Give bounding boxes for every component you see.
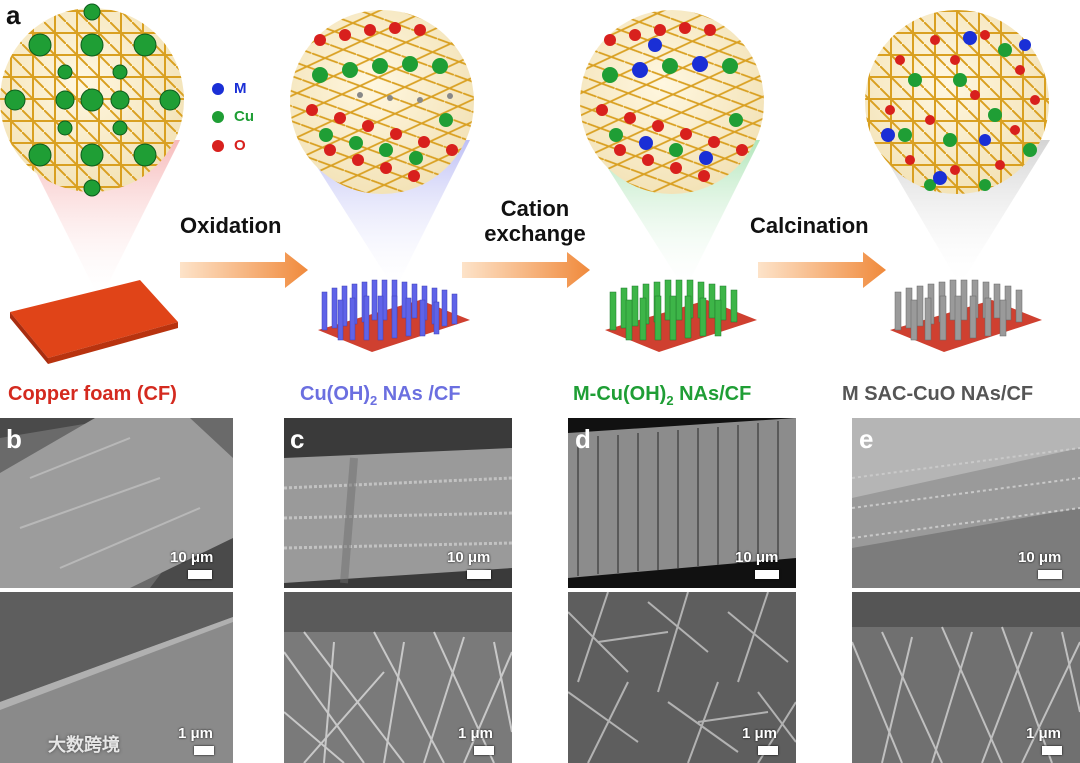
label-cuoh-prefix: Cu(OH) <box>300 383 370 405</box>
step-cation-line1: Cation <box>480 196 590 221</box>
scale-label-b-bottom: 1 μm <box>178 725 213 742</box>
scale-bar-e-top <box>1038 570 1062 579</box>
legend-o: O <box>212 137 246 154</box>
label-mcuoh: M-Cu(OH)2 NAs/CF <box>573 383 751 408</box>
panel-letter-d: d <box>575 426 591 452</box>
schematic-illustration <box>0 0 1080 380</box>
legend-label-o: O <box>234 137 246 154</box>
step-cation-exchange: Cation exchange <box>480 196 590 247</box>
step-cation-line2: exchange <box>480 221 590 246</box>
scale-bar-e-bottom <box>1042 746 1062 755</box>
panel-letter-e: e <box>859 426 873 452</box>
legend-label-cu: Cu <box>234 108 254 125</box>
mcuoh-nanowire-array <box>605 280 757 352</box>
o-atom-icon <box>212 140 224 152</box>
label-mcuoh-suffix: NAs/CF <box>674 383 752 405</box>
scale-bar-d-top <box>755 570 779 579</box>
m-atom-icon <box>212 83 224 95</box>
scale-label-b-top: 10 μm <box>170 549 213 566</box>
arrow-calcination <box>758 252 886 288</box>
panel-letter-c: c <box>290 426 304 452</box>
watermark: 大数跨境 <box>48 731 120 757</box>
step-calcination: Calcination <box>750 213 869 238</box>
legend-cu: Cu <box>212 108 254 125</box>
label-copper-foam: Copper foam (CF) <box>8 383 177 406</box>
scale-label-e-bottom: 1 μm <box>1026 725 1061 742</box>
label-sac-cuo: M SAC-CuO NAs/CF <box>842 383 1033 406</box>
scale-label-d-bottom: 1 μm <box>742 725 777 742</box>
scale-label-d-top: 10 μm <box>735 549 778 566</box>
legend-label-m: M <box>234 80 247 97</box>
step-oxidation: Oxidation <box>180 213 281 238</box>
label-mcuoh-sub: 2 <box>666 393 673 408</box>
label-cuoh: Cu(OH)2 NAs /CF <box>300 383 461 408</box>
arrow-oxidation <box>180 252 308 288</box>
legend-m: M <box>212 80 247 97</box>
crystal-sphere-mcuoh <box>580 10 764 194</box>
scale-label-c-bottom: 1 μm <box>458 725 493 742</box>
scale-label-e-top: 10 μm <box>1018 549 1061 566</box>
scale-bar-c-bottom <box>474 746 494 755</box>
label-mcuoh-prefix: M-Cu(OH) <box>573 383 666 405</box>
arrow-cation-exchange <box>462 252 590 288</box>
cu-atom-icon <box>212 111 224 123</box>
cuoh-nanowire-array <box>318 280 470 352</box>
panel-letter-b: b <box>6 426 22 452</box>
scale-label-c-top: 10 μm <box>447 549 490 566</box>
scale-bar-b-bottom <box>194 746 214 755</box>
label-cuoh-suffix: NAs /CF <box>377 383 460 405</box>
crystal-sphere-sac <box>865 10 1049 194</box>
scale-bar-d-bottom <box>758 746 778 755</box>
sac-nanowire-array <box>890 280 1042 352</box>
scale-bar-c-top <box>467 570 491 579</box>
scale-bar-b-top <box>188 570 212 579</box>
crystal-sphere-cuoh <box>290 10 474 194</box>
